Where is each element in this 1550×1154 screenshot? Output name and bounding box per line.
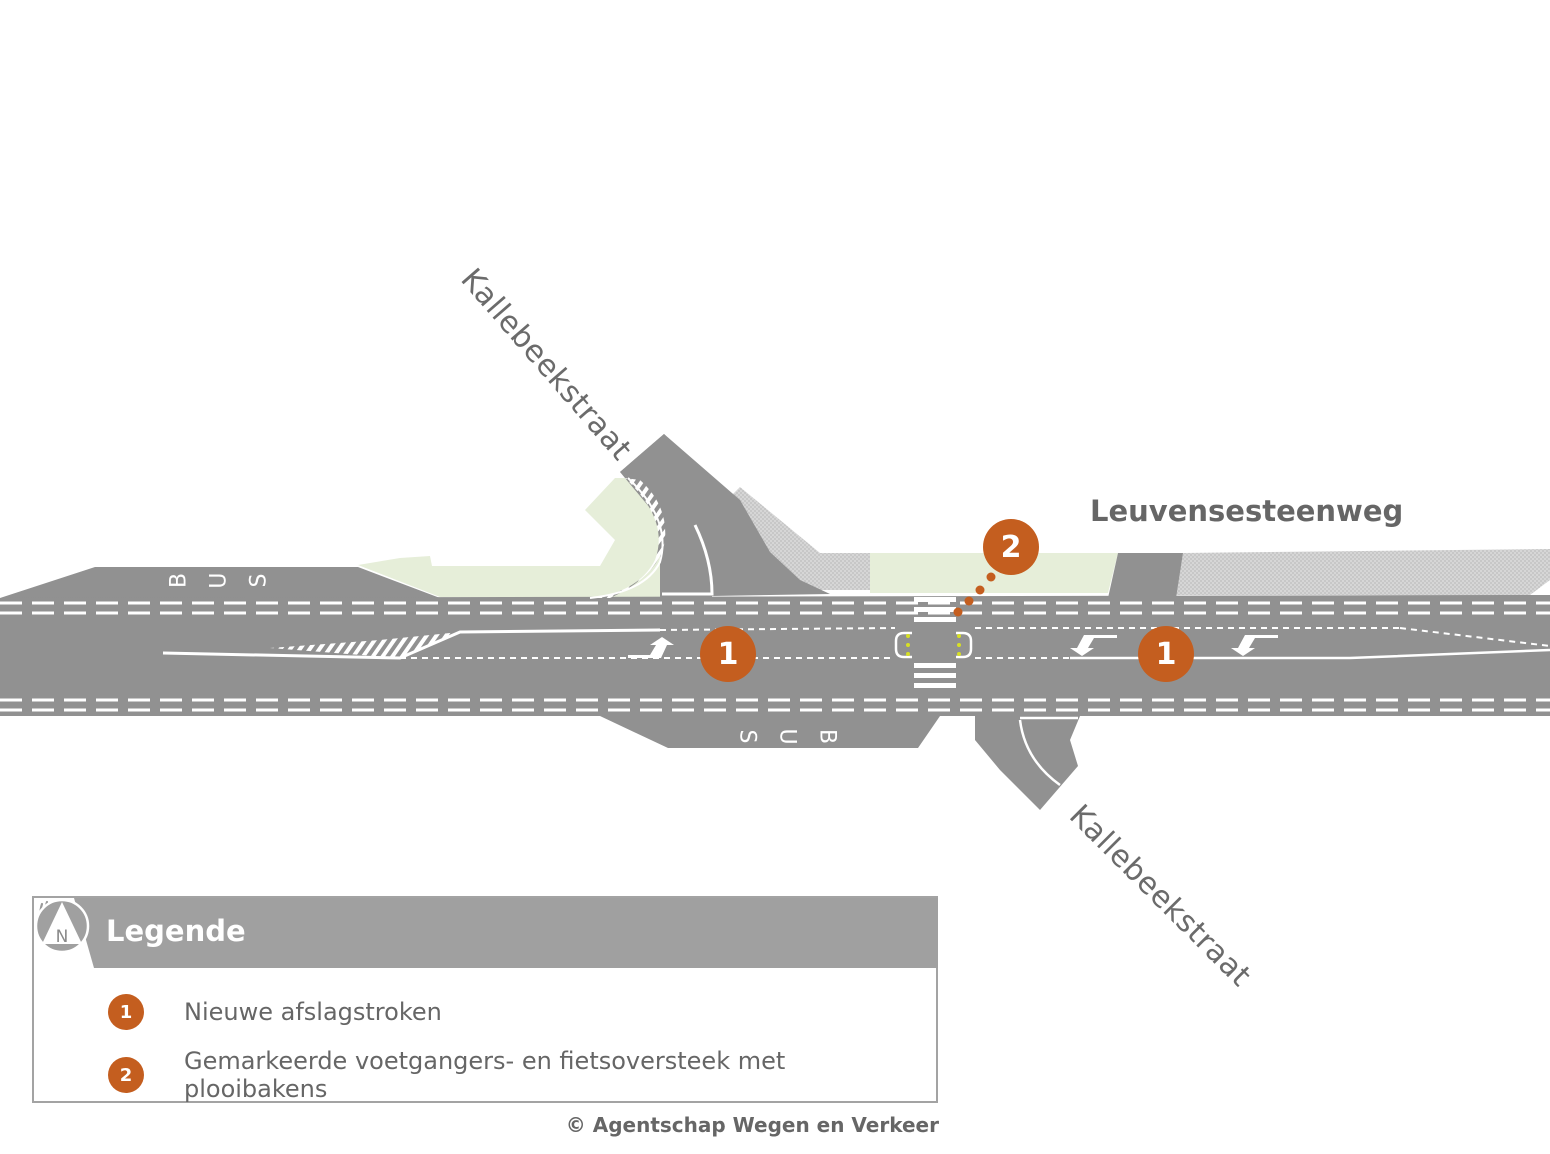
marker-2-crossing[interactable]: 2 (983, 519, 1039, 575)
svg-text:N: N (56, 927, 69, 947)
legend-item-2: 2 Gemarkeerde voetgangers- en fietsovers… (108, 1047, 936, 1103)
turn-arrows (628, 635, 1278, 658)
bus-lane-marking-north: B U S (166, 568, 272, 593)
legend-text-1: Nieuwe afslagstroken (184, 998, 442, 1026)
legend-panel: Legende N 1 Nieuwe afslagstroken 2 Gemar… (32, 896, 938, 1103)
legend-header-bg (74, 898, 938, 968)
bus-letter: S (734, 729, 760, 744)
turn-arrow-east-2-icon (1231, 635, 1278, 656)
north-compass-icon: N (34, 898, 90, 954)
bus-letter: S (246, 573, 272, 588)
green-areas (358, 478, 1118, 597)
copyright-notice: © Agentschap Wegen en Verkeer (565, 1113, 939, 1137)
marker-1-west[interactable]: 1 (700, 626, 756, 682)
legend-item-1: 1 Nieuwe afslagstroken (108, 994, 442, 1030)
bus-letter: B (166, 572, 192, 589)
legend-text-2: Gemarkeerde voetgangers- en fietsoverste… (183, 1047, 786, 1103)
bus-letter: U (774, 728, 800, 745)
legend-marker-1: 1 (108, 994, 144, 1030)
street-label-leuvensesteenweg: Leuvensesteenweg (1090, 494, 1404, 528)
legend-title: Legende (106, 914, 246, 948)
marker-1-east[interactable]: 1 (1138, 626, 1194, 682)
legend-marker-2: 2 (108, 1057, 144, 1093)
zebra-crossing (914, 597, 956, 688)
island-beacons (894, 631, 973, 659)
bus-lane-marking-south: S U B (734, 724, 840, 749)
bus-letter: B (814, 728, 840, 745)
turn-arrow-left-lane-icon (628, 637, 674, 658)
main-road (0, 434, 1550, 810)
legend-header: Legende N (34, 898, 938, 968)
bus-letter: U (206, 572, 232, 589)
turn-arrow-east-1-icon (1070, 635, 1117, 656)
marker-2-leader (953, 572, 996, 617)
paved-areas (730, 487, 1550, 595)
